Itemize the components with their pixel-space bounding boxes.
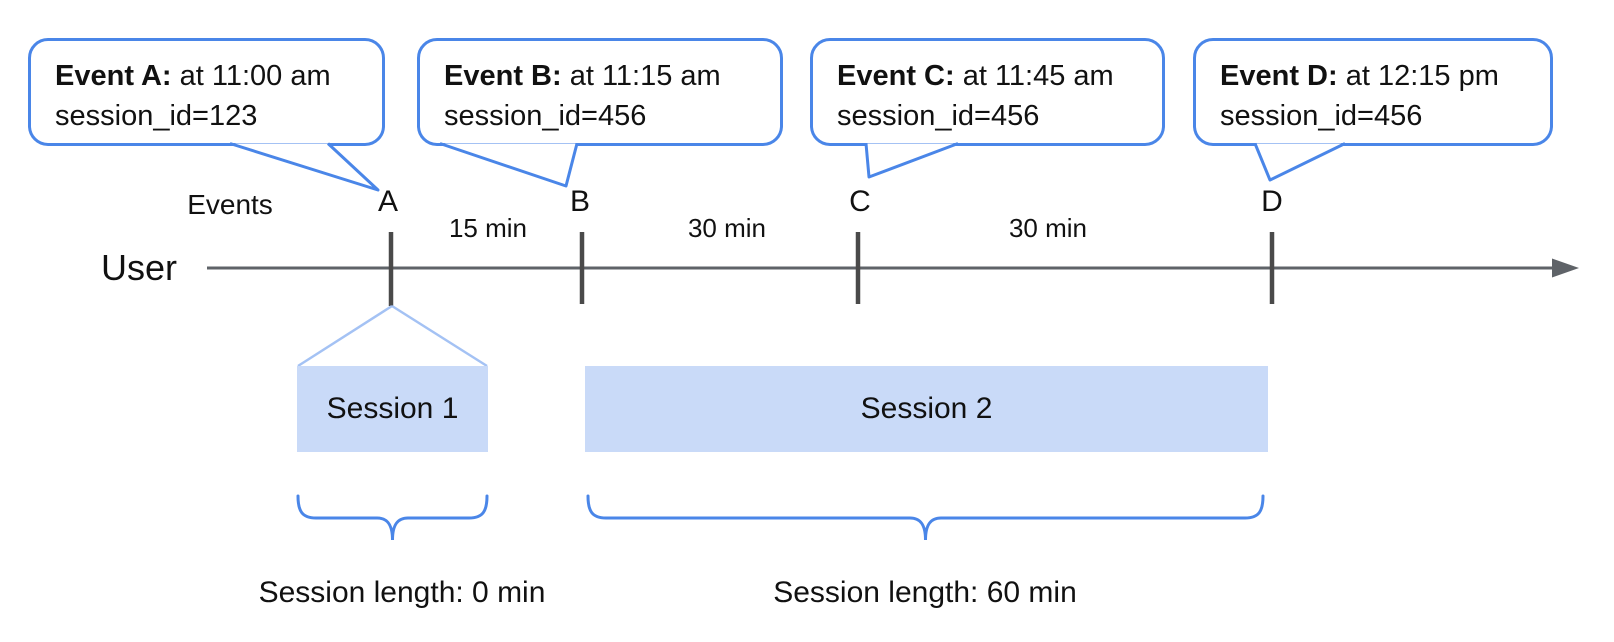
session1-bar: Session 1 [297, 366, 488, 452]
event-d-letter: D [1261, 185, 1283, 218]
session2-length-label: Session length: 60 min [773, 576, 1077, 609]
event-c-callout-title: Event C: [837, 60, 955, 92]
session2-brace [586, 494, 1265, 541]
event-b-callout-title: Event B: [444, 60, 562, 92]
user-axis-label: User [101, 247, 178, 288]
session1-bar-label: Session 1 [326, 392, 459, 425]
event-a-callout-session-id: session_id=123 [55, 100, 258, 132]
event-d-callout: Event D: at 12:15 pm session_id=456 [1193, 38, 1553, 146]
interval-b-c-label: 30 min [687, 213, 767, 243]
event-a-callout-title: Event A: [55, 60, 172, 92]
event-c-callout: Event C: at 11:45 am session_id=456 [810, 38, 1165, 146]
session1-funnel-left-line [297, 304, 393, 368]
interval-c-d-label: 30 min [1008, 213, 1088, 243]
event-a-letter: A [377, 185, 399, 218]
event-d-callout-title: Event D: [1220, 60, 1338, 92]
event-b-callout-time: at 11:15 am [569, 60, 721, 92]
event-b-callout-tail [439, 142, 579, 188]
event-d-callout-session-id: session_id=456 [1220, 100, 1423, 132]
event-a-callout: Event A: at 11:00 am session_id=123 [28, 38, 385, 146]
session1-funnel-right-line [391, 304, 488, 368]
event-c-letter: C [849, 185, 871, 218]
event-a-callout-line1: Event A: at 11:00 am [55, 56, 382, 96]
session2-bar-label: Session 2 [860, 392, 993, 425]
event-c-callout-tail [864, 142, 959, 179]
session1-brace [296, 494, 489, 541]
event-b-callout: Event B: at 11:15 am session_id=456 [417, 38, 783, 146]
event-d-callout-time: at 12:15 pm [1345, 60, 1499, 92]
event-a-callout-tail [229, 142, 380, 192]
session1-length-label: Session length: 0 min [258, 576, 546, 609]
event-c-callout-line1: Event C: at 11:45 am [837, 56, 1162, 96]
event-d-callout-tail [1253, 142, 1346, 182]
event-b-callout-session-id: session_id=456 [444, 100, 647, 132]
event-c-callout-session-id: session_id=456 [837, 100, 1040, 132]
events-axis-label: Events [187, 189, 273, 220]
interval-a-b-label: 15 min [448, 213, 528, 243]
event-b-callout-line1: Event B: at 11:15 am [444, 56, 780, 96]
timeline-arrowhead-icon [1552, 258, 1579, 278]
session2-bar: Session 2 [585, 366, 1268, 452]
event-d-callout-line1: Event D: at 12:15 pm [1220, 56, 1550, 96]
event-b-letter: B [569, 185, 591, 218]
event-a-callout-time: at 11:00 am [179, 60, 331, 92]
event-c-callout-time: at 11:45 am [962, 60, 1114, 92]
